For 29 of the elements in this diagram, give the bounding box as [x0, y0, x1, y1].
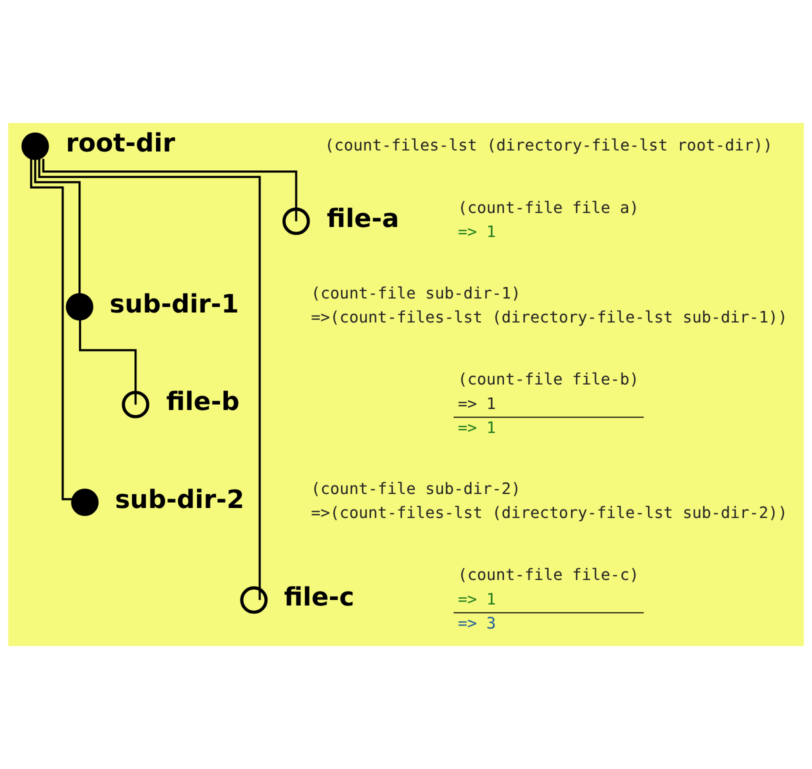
node-label: file-b	[166, 386, 240, 416]
label: => 1	[458, 589, 496, 608]
node-circle	[66, 293, 94, 321]
connector	[30, 158, 72, 500]
label: => 1	[458, 222, 496, 242]
node-label: root-dir	[66, 128, 176, 158]
node-label: file-a	[326, 202, 400, 233]
connector	[38, 158, 261, 600]
label: (count-file sub-dir-1)	[310, 283, 521, 302]
label: => 1	[458, 394, 496, 413]
connector	[42, 158, 298, 222]
node-label: sub-dir-1	[110, 288, 239, 318]
node-circle	[122, 390, 150, 418]
label: =>(count-files-lst (directory-file-lst sub-dir-2))	[310, 503, 788, 522]
label: (count-file sub-dir-2)	[310, 478, 521, 498]
node-circle	[71, 488, 99, 516]
label: (count-file file-c)	[458, 564, 639, 584]
node-circle	[240, 586, 268, 614]
node-circle	[21, 132, 49, 160]
node-circle	[282, 208, 310, 235]
node-label: file-c	[284, 582, 354, 612]
label: => 3	[458, 614, 496, 633]
label: => 1	[458, 418, 496, 438]
connector	[79, 320, 137, 405]
node-label: sub-dir-2	[114, 484, 244, 514]
label: =>(count-files-lst (directory-file-lst sub-dir-1))	[310, 308, 788, 327]
label: (count-file file a)	[458, 198, 639, 217]
label: (count-file file-b)	[458, 370, 639, 388]
label: (count-files-lst (directory-file-lst root-dir))	[324, 135, 773, 154]
